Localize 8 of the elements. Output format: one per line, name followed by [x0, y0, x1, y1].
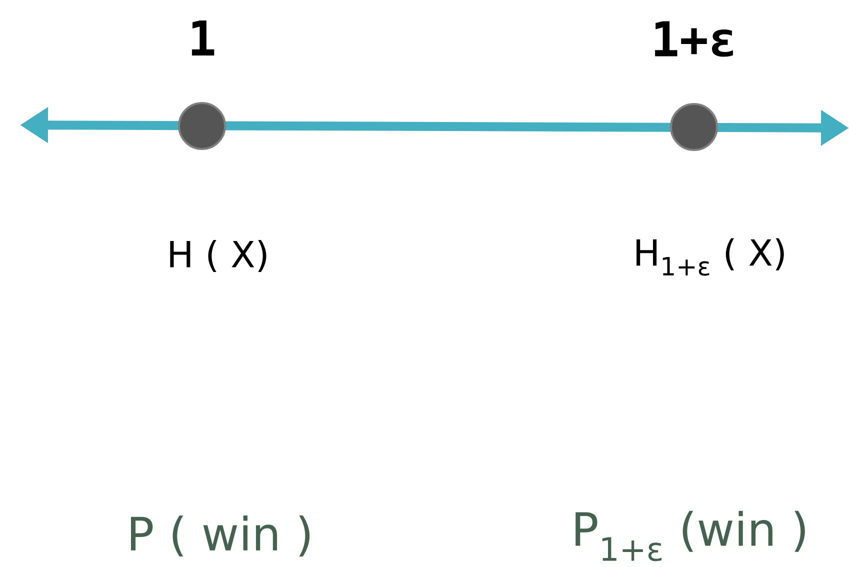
tick-label: 1+ε	[655, 21, 733, 57]
probability-label: P$_{1+ε}$ (win )	[576, 510, 805, 562]
point-dot	[178, 102, 226, 150]
point-dot	[670, 103, 718, 151]
tick-label: 1	[192, 20, 214, 56]
probability-label: P ( win )	[131, 516, 310, 556]
point-label: H ( X)	[170, 240, 266, 272]
point-label: H$_{1+ε}$ ( X)	[636, 238, 784, 276]
